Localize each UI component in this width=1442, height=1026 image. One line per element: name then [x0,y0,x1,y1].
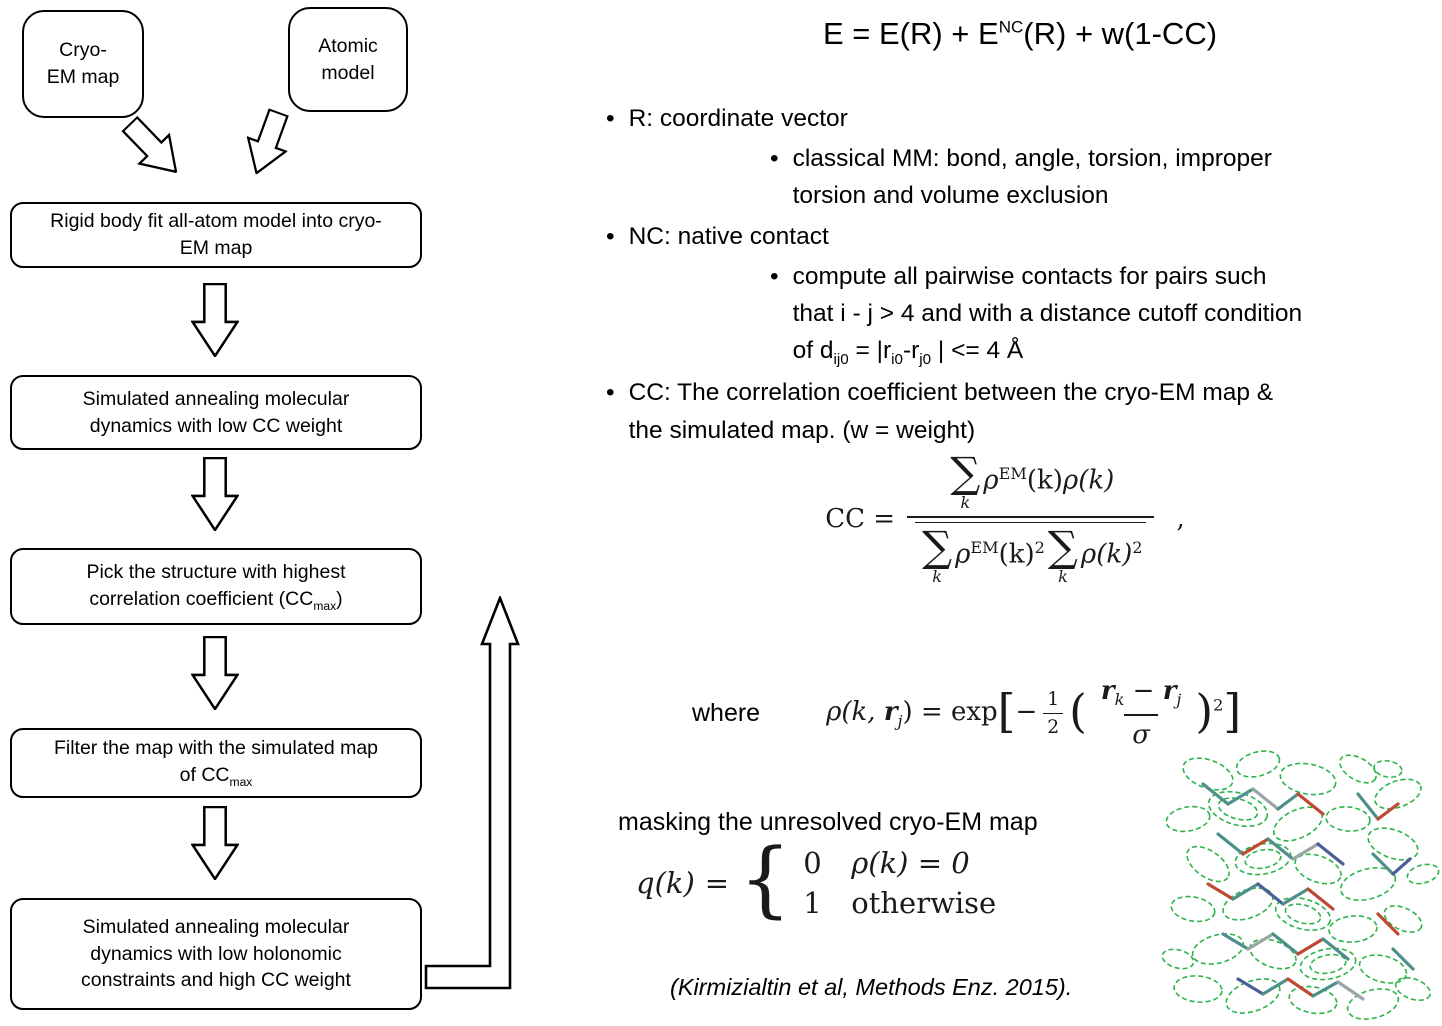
flow-step-sa-md-high-cc: Simulated annealing molecular dynamics w… [10,898,422,1010]
bullet-nc-head: • NC: native contact [598,218,1442,255]
bullet-dot: • [770,262,779,290]
masking-caption: masking the unresolved cryo-EM map [618,808,1038,836]
flow-step-sa-md-low-cc: Simulated annealing molecular dynamics w… [10,375,422,450]
bullet-dot: • [606,222,615,250]
flow-step-sa-md-low-cc-label: Simulated annealing molecular dynamics w… [82,387,350,437]
flow-step-filter-map: Filter the map with the simulated map of… [10,728,422,798]
diagonal-arrow-down-left-icon [246,108,289,176]
bullet-nc-sub-text: compute all pairwise contacts for pairs … [792,262,1303,369]
nc-superscript: NC [998,17,1024,37]
flow-input-atomic-model-label: Atomic model [318,34,378,84]
citation: (Kirmizialtin et al, Methods Enz. 2015). [670,974,1073,1000]
bullet-dot: • [770,145,779,173]
curly-brace-icon: { [739,832,792,928]
flow-step-filter-map-label: Filter the map with the simulated map of… [53,737,379,790]
down-arrow-icon [191,283,239,357]
flow-input-cryo-em-map: Cryo- EM map [22,10,144,118]
cc-max-subscript: max [313,598,337,613]
bullet-dot: • [606,105,615,132]
bullet-list: • R: coordinate vector • classical MM: b… [598,100,1442,452]
flow-step-pick-structure: Pick the structure with highest correlat… [10,548,422,625]
sum-icon: ∑k [950,448,981,512]
down-arrow-icon [191,457,239,531]
bullet-r-head: • R: coordinate vector [598,100,1442,137]
energy-equation: E = E(R) + ENC(R) + w(1-CC) [822,16,1218,51]
bullet-nc-sub: • compute all pairwise contacts for pair… [598,258,1442,371]
diagonal-arrow-down-right-icon [121,115,178,174]
flow-step-pick-structure-label: Pick the structure with highest correlat… [86,560,346,613]
flow-step-sa-md-high-cc-label: Simulated annealing molecular dynamics w… [81,915,351,992]
sum-icon: ∑k [1047,522,1078,586]
bullet-dot: • [606,379,615,407]
bullet-r-sub: • classical MM: bond, angle, torsion, im… [598,140,1442,214]
flow-input-atomic-model: Atomic model [288,7,408,112]
loop-up-arrow-icon [424,596,520,990]
cc-max-subscript: max [229,775,253,790]
bullet-cc-head: • CC: The correlation coefficient betwee… [598,374,1442,448]
flow-step-rigid-body-fit: Rigid body fit all-atom model into cryo-… [10,202,422,268]
down-arrow-icon [191,806,239,880]
where-label: where [692,698,761,727]
molecule-image [1161,750,1440,1020]
sum-icon: ∑k [922,522,953,586]
flow-step-rigid-body-fit-label: Rigid body fit all-atom model into cryo-… [50,210,382,259]
flow-input-cryo-em-map-label: Cryo- EM map [46,39,120,88]
down-arrow-icon [191,636,239,710]
